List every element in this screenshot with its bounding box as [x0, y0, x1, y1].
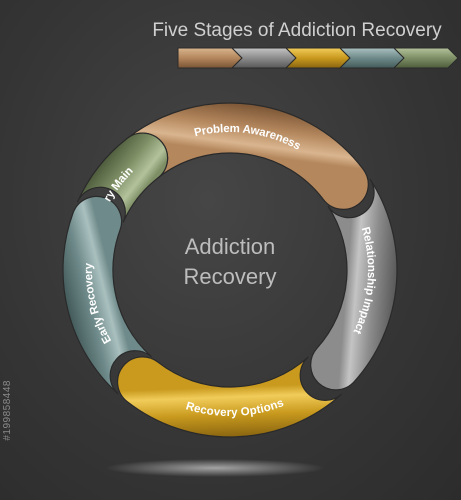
stage-segment-5	[76, 132, 169, 223]
legend-arrow-4	[338, 47, 405, 69]
legend-arrow-3	[284, 47, 351, 69]
legend-arrow-5	[392, 47, 459, 69]
stock-image-id: #199858448	[2, 380, 13, 441]
stage-ring	[62, 102, 398, 438]
stage-segment-4	[62, 195, 153, 395]
legend-arrow-2	[230, 47, 297, 69]
center-label-line2: Recovery	[184, 264, 277, 289]
legend-arrow-1	[177, 47, 243, 69]
floor-reflection	[105, 459, 325, 477]
stage-segment-2	[310, 178, 398, 391]
legend-arrow-strip	[177, 47, 459, 69]
center-label-line1: Addiction	[185, 234, 276, 259]
diagram-title: Five Stages of Addiction Recovery	[152, 20, 442, 41]
stage-segment-3	[117, 356, 343, 438]
